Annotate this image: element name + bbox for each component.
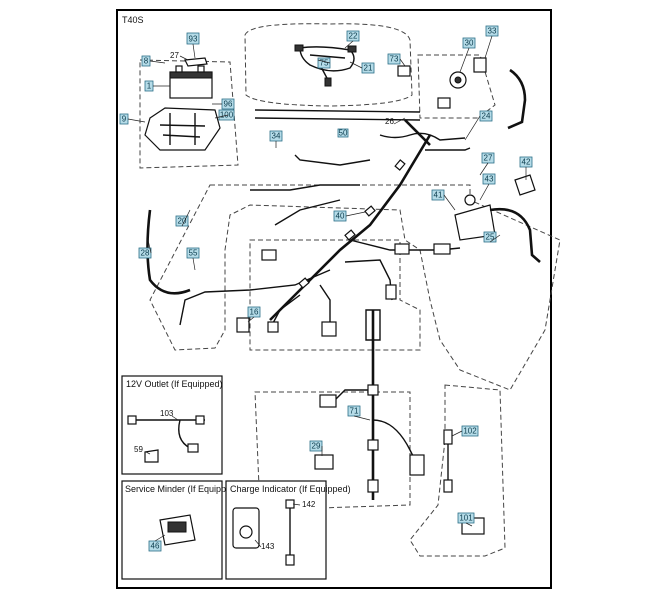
callout-1: 1 [144, 80, 154, 92]
callout-59: 59 [134, 445, 143, 454]
svg-text:9: 9 [122, 115, 127, 124]
diagram-frame [116, 9, 552, 589]
svg-text:42: 42 [522, 158, 531, 167]
svg-text:101: 101 [459, 514, 473, 523]
callout-26: 26 [385, 117, 394, 126]
callout-16: 16 [247, 306, 261, 318]
leader-lines [127, 35, 527, 548]
svg-text:21: 21 [364, 64, 373, 73]
callout-42: 42 [519, 156, 533, 168]
pto-switch [236, 317, 250, 333]
callout-25: 25 [483, 231, 497, 243]
svg-text:29: 29 [312, 442, 321, 451]
callout-30: 30 [462, 37, 476, 49]
svg-text:102: 102 [463, 427, 477, 436]
cables [146, 68, 541, 295]
callout-142: 142 [302, 500, 316, 509]
svg-text:24: 24 [482, 112, 491, 121]
svg-text:28: 28 [141, 249, 150, 258]
chassis-outline [139, 23, 561, 557]
ignition-switch [449, 71, 467, 89]
callout-8: 8 [141, 55, 151, 67]
callout-27b: 27 [481, 152, 495, 164]
callout-33: 33 [485, 25, 499, 37]
battery [169, 65, 213, 99]
svg-text:30: 30 [465, 39, 474, 48]
charge-indicator-inset-title: Charge Indicator (If Equipped) [230, 484, 351, 494]
callout-29: 29 [309, 440, 323, 452]
svg-text:20: 20 [178, 217, 187, 226]
callout-46: 46 [148, 540, 162, 552]
svg-text:43: 43 [485, 175, 494, 184]
svg-text:96: 96 [224, 100, 233, 109]
main-harness [179, 109, 471, 337]
svg-text:73: 73 [390, 55, 399, 64]
svg-text:25: 25 [486, 233, 495, 242]
callout-101: 101 [457, 512, 475, 524]
battery-tray [144, 107, 221, 151]
callout-21: 21 [361, 62, 375, 74]
service-minder-part [159, 514, 196, 546]
callout-102: 102 [461, 425, 479, 437]
callout-55: 55 [186, 247, 200, 259]
svg-text:27: 27 [484, 154, 493, 163]
svg-text:8: 8 [144, 57, 149, 66]
callout-75: 75 [317, 57, 331, 69]
svg-text:40: 40 [336, 212, 345, 221]
lower-harness [319, 309, 453, 500]
svg-text:71: 71 [350, 407, 359, 416]
svg-text:55: 55 [189, 249, 198, 258]
service-minder-inset-title: Service Minder (If Equipped) [125, 484, 239, 494]
callout-50: 50 [337, 129, 349, 138]
solenoid-clip [473, 57, 487, 73]
callout-28: 28 [138, 247, 152, 259]
starter-solenoid [454, 174, 536, 241]
svg-text:50: 50 [339, 129, 348, 138]
battery-hold-down [184, 57, 208, 67]
callout-103: 103 [160, 409, 174, 418]
callout-34: 34 [269, 130, 283, 142]
callout-43: 43 [482, 173, 496, 185]
svg-text:1: 1 [147, 82, 152, 91]
svg-text:46: 46 [151, 542, 160, 551]
callout-40: 40 [333, 210, 347, 222]
seat-switch [314, 454, 334, 470]
callout-71: 71 [347, 405, 361, 417]
svg-text:16: 16 [250, 308, 259, 317]
diagram-code: T40S [122, 15, 144, 25]
relay [397, 65, 451, 109]
svg-text:75: 75 [320, 59, 329, 68]
svg-text:33: 33 [488, 27, 497, 36]
callout-96: 96 [221, 98, 235, 110]
outlet-inset-title: 12V Outlet (If Equipped) [126, 379, 223, 389]
callout-27a: 27 [170, 51, 179, 60]
svg-text:41: 41 [434, 191, 443, 200]
callout-24: 24 [479, 110, 493, 122]
outlet-inset [121, 375, 223, 475]
charge-indicator-part [232, 499, 295, 566]
svg-text:34: 34 [272, 132, 281, 141]
dash-harness [294, 44, 357, 87]
callout-73: 73 [387, 53, 401, 65]
callout-41: 41 [431, 189, 445, 201]
callout-143: 143 [261, 542, 275, 551]
svg-text:22: 22 [349, 32, 358, 41]
callout-93: 93 [186, 32, 200, 45]
svg-text:93: 93 [189, 35, 198, 44]
callout-9: 9 [119, 113, 129, 125]
callout-22: 22 [346, 30, 360, 42]
